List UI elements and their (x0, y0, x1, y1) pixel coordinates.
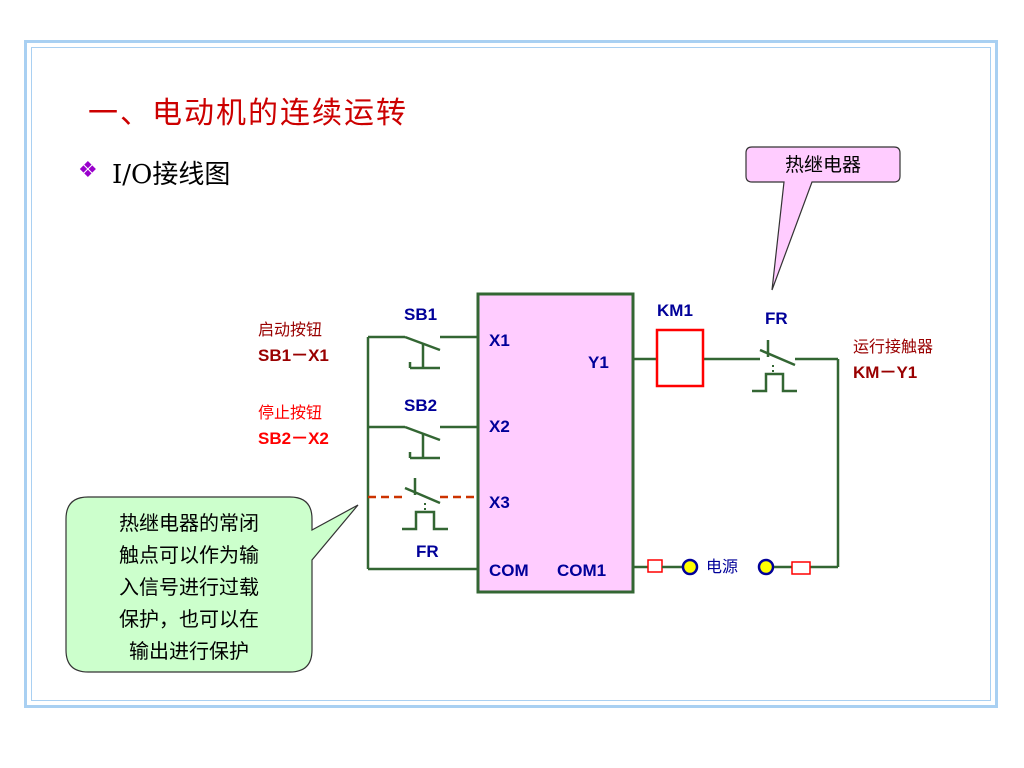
fr-output-contact (752, 340, 797, 393)
fr-input-contact (368, 478, 478, 531)
plc-terminal-x2: X2 (489, 417, 510, 436)
km1-label: KM1 (657, 301, 693, 320)
slide-frame-inner (31, 47, 991, 701)
callout-thermal-relay-text: 热继电器 (785, 154, 861, 176)
callout-note-line-1: 热继电器的常闭 (119, 511, 259, 535)
run-contactor-mapping: KM－Y1 (853, 363, 917, 382)
plc-terminal-com: COM (489, 561, 529, 580)
stop-button-label: 停止按钮 (258, 403, 322, 422)
power-terminal-right-icon (757, 558, 775, 576)
sb1-label: SB1 (404, 305, 437, 324)
run-contactor-label: 运行接触器 (853, 337, 933, 356)
input-wiring (366, 335, 478, 571)
callout-thermal-relay: 热继电器 (745, 146, 901, 291)
slide-title: 一、电动机的连续运转 (88, 96, 408, 131)
plc-box (476, 292, 635, 594)
plc-terminal-x1: X1 (489, 331, 510, 350)
output-wiring (633, 357, 840, 569)
plc-terminal-com1: COM1 (557, 561, 606, 580)
km1-coil (655, 328, 705, 388)
sb2-button-symbol (408, 434, 440, 460)
start-button-mapping: SB1－X1 (258, 346, 329, 365)
power-source: 电源 (647, 557, 811, 576)
slide-frame-outer (24, 40, 998, 708)
power-label: 电源 (706, 557, 738, 576)
slide-subtitle: I/O接线图 (112, 160, 231, 190)
callout-note-line-5: 输出进行保护 (129, 639, 249, 663)
plc-terminal-y1: Y1 (588, 353, 609, 372)
start-button-label: 启动按钮 (258, 320, 322, 339)
sb1-button-symbol (408, 344, 440, 370)
fr-output-label: FR (765, 309, 788, 328)
callout-note-line-2: 触点可以作为输 (119, 543, 259, 567)
fuse-left-icon (647, 559, 663, 573)
bullet-icon: ❖ (78, 158, 98, 183)
stop-button-mapping: SB2－X2 (258, 429, 329, 448)
power-terminal-left-icon (681, 558, 699, 576)
plc-terminal-x3: X3 (489, 493, 510, 512)
callout-note: 热继电器的常闭 触点可以作为输 入信号进行过载 保护，也可以在 输出进行保护 (65, 496, 359, 673)
callout-note-line-3: 入信号进行过载 (119, 575, 259, 599)
fr-input-label: FR (416, 542, 439, 561)
sb2-label: SB2 (404, 396, 437, 415)
fuse-right-icon (791, 561, 811, 575)
callout-note-line-4: 保护，也可以在 (119, 607, 259, 631)
